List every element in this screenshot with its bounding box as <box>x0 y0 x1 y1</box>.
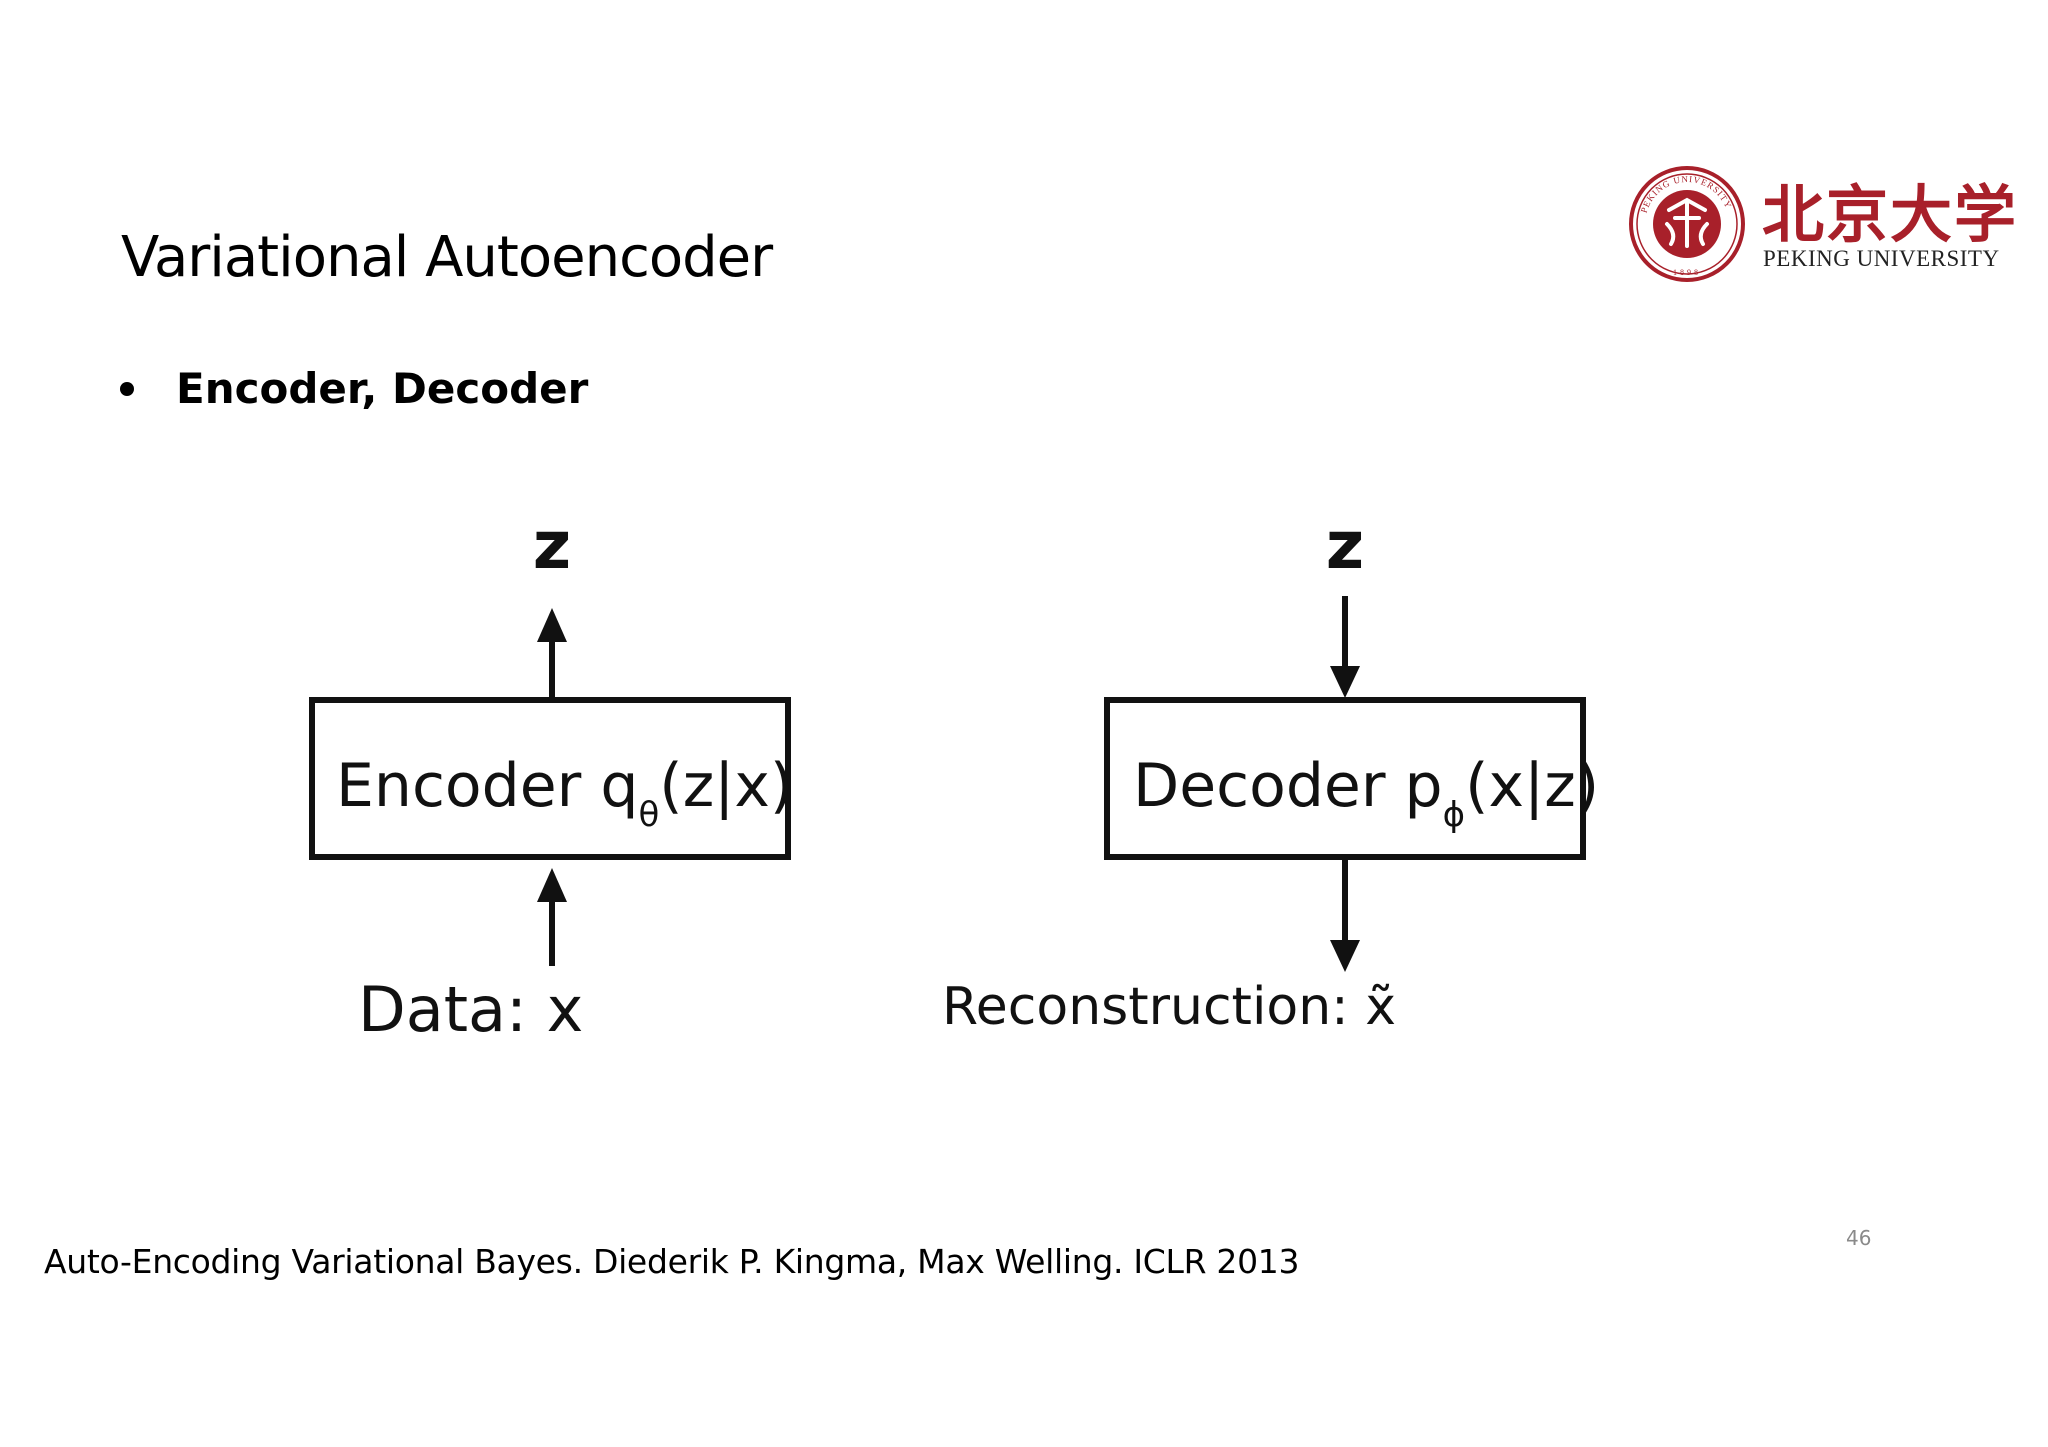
encoder-box <box>309 697 791 860</box>
decoder-box-label: Decoder pϕ(x|z) <box>1133 751 1599 835</box>
encoder-output-arrowhead <box>537 608 567 642</box>
decoder-block: z Decoder pϕ(x|z) Reconstruction: x̃ <box>942 507 1599 1037</box>
logo-english-name: PEKING UNIVERSITY <box>1763 246 2000 271</box>
bullet-dot <box>120 381 134 396</box>
logo-chinese-name: 北京大学 <box>1762 178 2019 251</box>
encoder-input-arrowhead <box>537 868 567 902</box>
slide-title: Variational Autoencoder <box>121 225 773 290</box>
page-number: 46 <box>1846 1226 1872 1250</box>
decoder-box <box>1104 697 1586 860</box>
decoder-input-arrowhead <box>1330 666 1360 698</box>
decoder-latent-label: z <box>1326 507 1364 584</box>
citation: Auto-Encoding Variational Bayes. Diederi… <box>44 1242 1300 1281</box>
encoder-box-label: Encoder qθ(z|x) <box>336 751 793 835</box>
university-seal-icon: PEKING UNIVERSITY 1898 <box>1629 166 1745 282</box>
peking-university-logo: PEKING UNIVERSITY 1898 北京大学 PEKING UNIVE… <box>1627 164 2027 282</box>
decoder-reconstruction-label: Reconstruction: x̃ <box>942 977 1396 1037</box>
encoder-latent-label: z <box>533 507 571 584</box>
encoder-block: z Encoder qθ(z|x) Data: x <box>309 507 793 1046</box>
seal-year: 1898 <box>1673 268 1701 277</box>
bullet-text: Encoder, Decoder <box>176 364 589 413</box>
encoder-data-label: Data: x <box>358 973 583 1046</box>
bullet-item: Encoder, Decoder <box>120 364 588 413</box>
decoder-output-arrowhead <box>1330 940 1360 972</box>
